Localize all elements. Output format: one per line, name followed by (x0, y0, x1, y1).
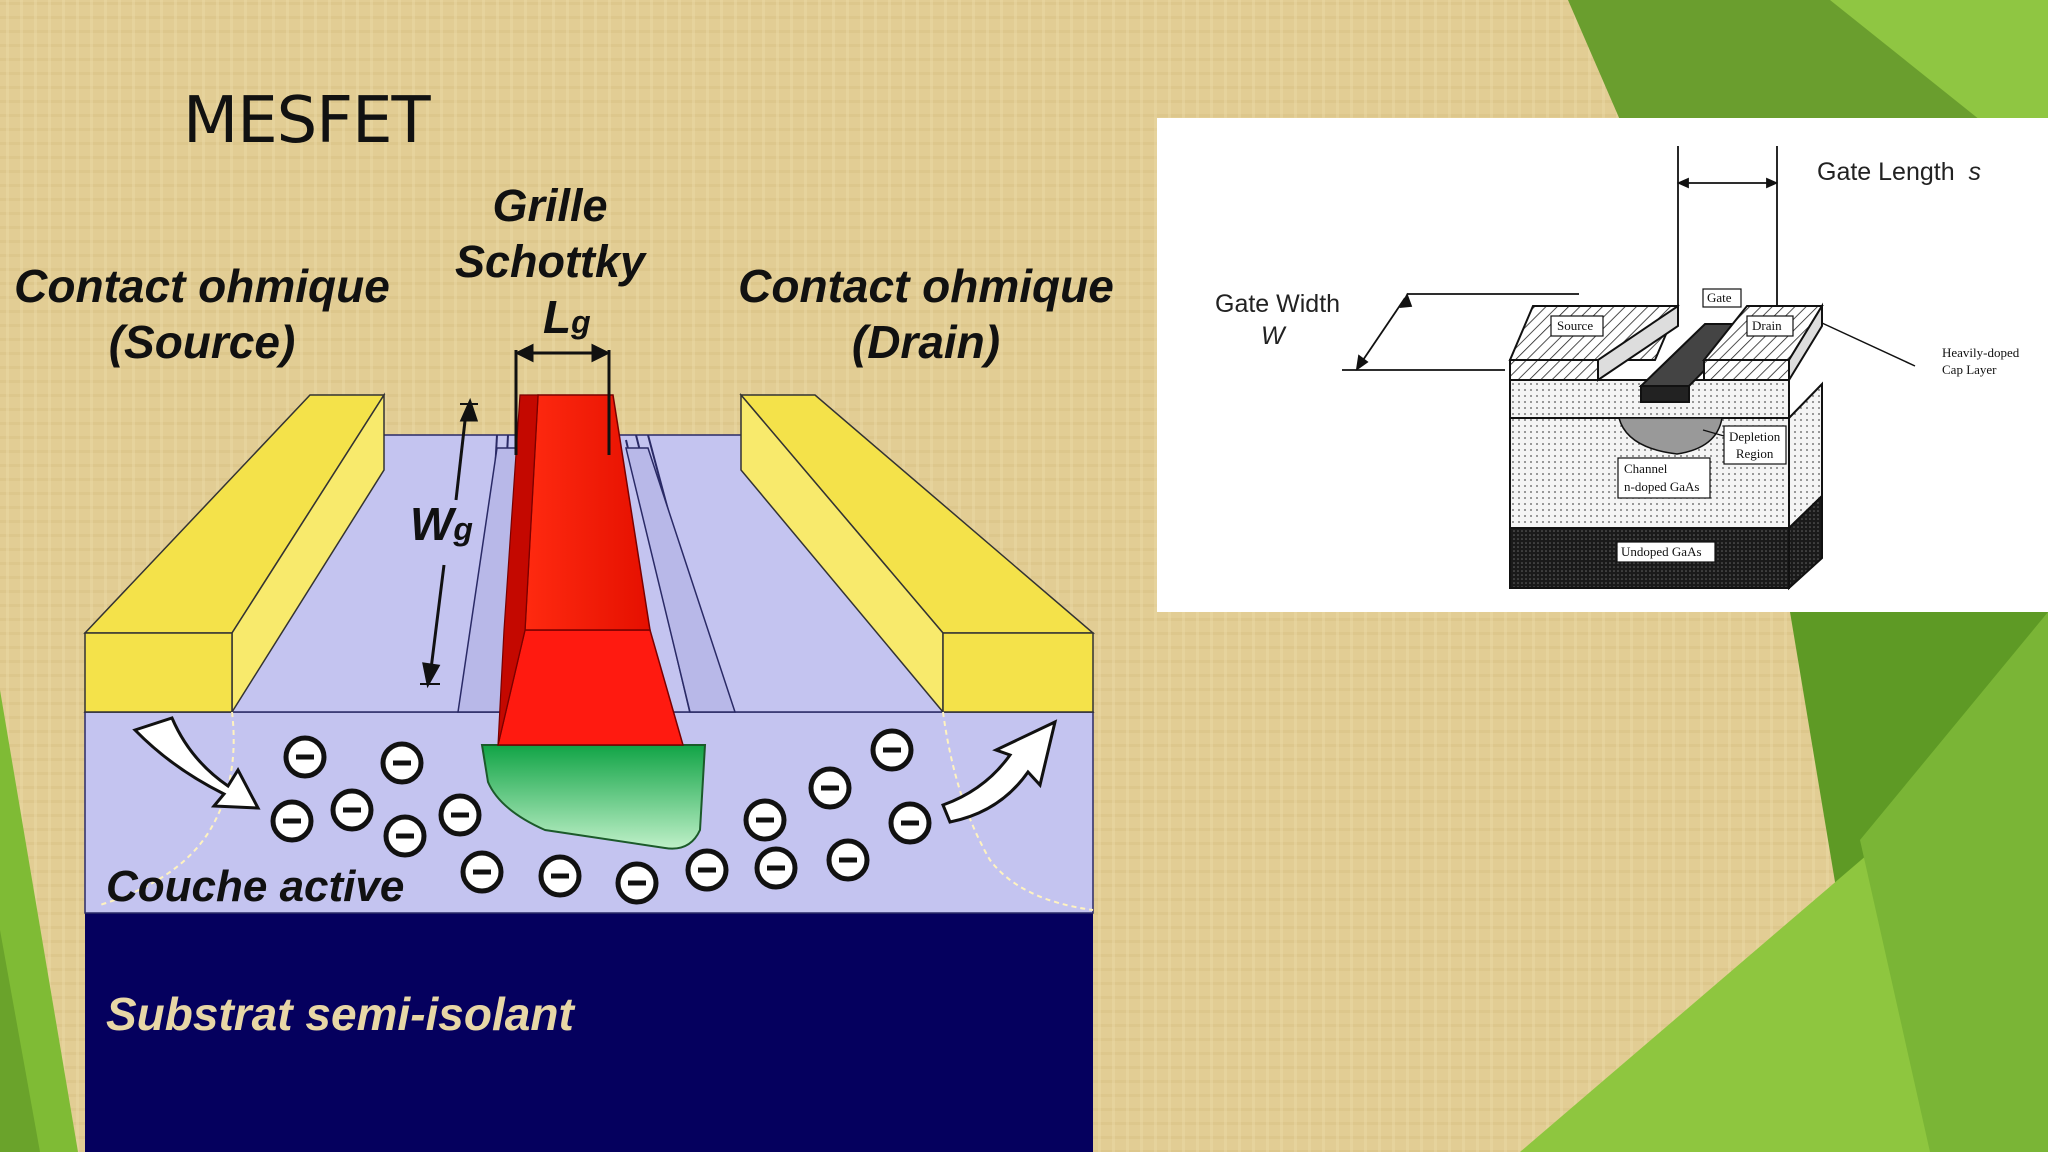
depletion-tag-line-1: Depletion (1729, 429, 1781, 444)
electron (685, 848, 729, 892)
drain-tag: Drain (1752, 318, 1782, 333)
gate-length-dimension-3d (1676, 146, 1779, 306)
drain-contact (739, 392, 1096, 715)
electron (743, 798, 787, 842)
green-shape-left (0, 690, 78, 1152)
electron (380, 741, 424, 785)
depletion-tag-box (1723, 425, 1787, 465)
recess-fill-right (625, 447, 737, 713)
depletion-leader (1702, 429, 1725, 437)
gate-width-symbol: W (410, 498, 454, 550)
cap-layer-leader (1821, 322, 1916, 367)
gate-length-3d-label: Gate Length s (1817, 158, 1981, 187)
gate-width-3d-symbol: W (1261, 322, 1285, 350)
electron-flow-out-arrow (941, 719, 1058, 824)
electron (383, 814, 427, 858)
drain-block-side (1788, 302, 1823, 384)
slide-title: MESFET (183, 84, 431, 158)
gate-length-3d-symbol: s (1968, 158, 1982, 186)
drain-label-line-1: Contact ohmique (738, 260, 1114, 312)
substrate-label: Substrat semi-isolant (106, 988, 574, 1040)
undoped-tag: Undoped GaAs (1621, 544, 1702, 559)
electron (754, 846, 798, 890)
green-shape-top-light (1830, 0, 2048, 120)
channel-tag-box (1617, 457, 1711, 499)
undoped-tag-box (1616, 541, 1716, 563)
source-label-line-2: (Source) (108, 316, 296, 368)
gate-width-label: Wg (410, 497, 473, 551)
active-layer-label: Couche active (106, 862, 405, 911)
electron (870, 728, 914, 772)
gate-width-3d-text: Gate Width (1215, 290, 1341, 318)
drain-label: Contact ohmique (Drain) (726, 258, 1126, 370)
electron (826, 838, 870, 882)
gate-width-dimension-3d (1342, 292, 1579, 371)
cap-layer-tag-line-2: Cap Layer (1942, 362, 1997, 377)
channel-tag-line-1: Channel (1624, 461, 1668, 476)
electron (888, 801, 932, 845)
source-block-front (1509, 359, 1599, 381)
electron (538, 854, 582, 898)
green-shape-right-mid (1860, 612, 2048, 1152)
electron (270, 799, 314, 843)
source-label-line-1: Contact ohmique (14, 260, 390, 312)
gate-tag-box (1702, 288, 1742, 308)
electron (615, 861, 659, 905)
source-diffusion-boundary (99, 711, 235, 906)
electrons (270, 728, 932, 905)
drain-tag-box (1746, 315, 1794, 337)
depletion-region (480, 744, 707, 850)
mesfet-3d-figure: Gate Length s Gate Width W Source Gate D… (1157, 118, 2048, 612)
source-block-side (1597, 304, 1679, 382)
depletion-tag: Depletion Region (1729, 428, 1780, 462)
electron (283, 735, 327, 779)
gate-label-line-1: Grille (492, 180, 608, 231)
source-label: Contact ohmique (Source) (2, 258, 402, 370)
gate-label: Grille Schottky (455, 178, 645, 290)
gate-width-dimension (420, 397, 479, 689)
cap-layer-tag: Heavily-doped Cap Layer (1942, 344, 2019, 378)
mesfet-3d-drawing (1342, 146, 1916, 591)
gate-length-symbol: L (543, 291, 572, 343)
gate-length-label: Lg (543, 290, 591, 344)
electron (438, 793, 482, 837)
electron (808, 766, 852, 810)
drain-label-line-2: (Drain) (851, 316, 1001, 368)
gate-label-line-2: Schottky (455, 236, 646, 287)
source-tag: Source (1557, 318, 1594, 333)
electron (330, 788, 374, 832)
gate-length-subscript: g (571, 304, 591, 340)
electron-flow-in-arrow (132, 716, 261, 810)
undoped-layer-side (1788, 493, 1823, 591)
source-tag-box (1550, 315, 1604, 337)
gate-stripe-front (1640, 385, 1690, 403)
gate-width-3d-label: Gate Width W (1215, 288, 1340, 352)
gate-tag: Gate (1707, 290, 1732, 305)
cap-layer-tag-line-1: Heavily-doped (1942, 345, 2020, 360)
gate-width-subscript: g (453, 511, 473, 547)
channel-tag-line-2: n-doped GaAs (1624, 479, 1700, 494)
depletion-tag-line-2: Region (1735, 446, 1774, 461)
electron (460, 850, 504, 894)
gate-length-dimension (514, 343, 611, 455)
gate-length-3d-text: Gate Length (1817, 158, 1955, 186)
green-shape-left-dark (0, 930, 40, 1152)
source-contact (83, 392, 386, 715)
mesfet-cross-section (83, 343, 1096, 1152)
gate-left-face (497, 394, 539, 746)
depletion-region-3d (1618, 417, 1723, 455)
channel-tag: Channel n-doped GaAs (1624, 460, 1699, 496)
drain-diffusion-boundary (942, 711, 1094, 911)
substrate (85, 913, 1093, 1152)
drain-block-front (1703, 359, 1790, 381)
